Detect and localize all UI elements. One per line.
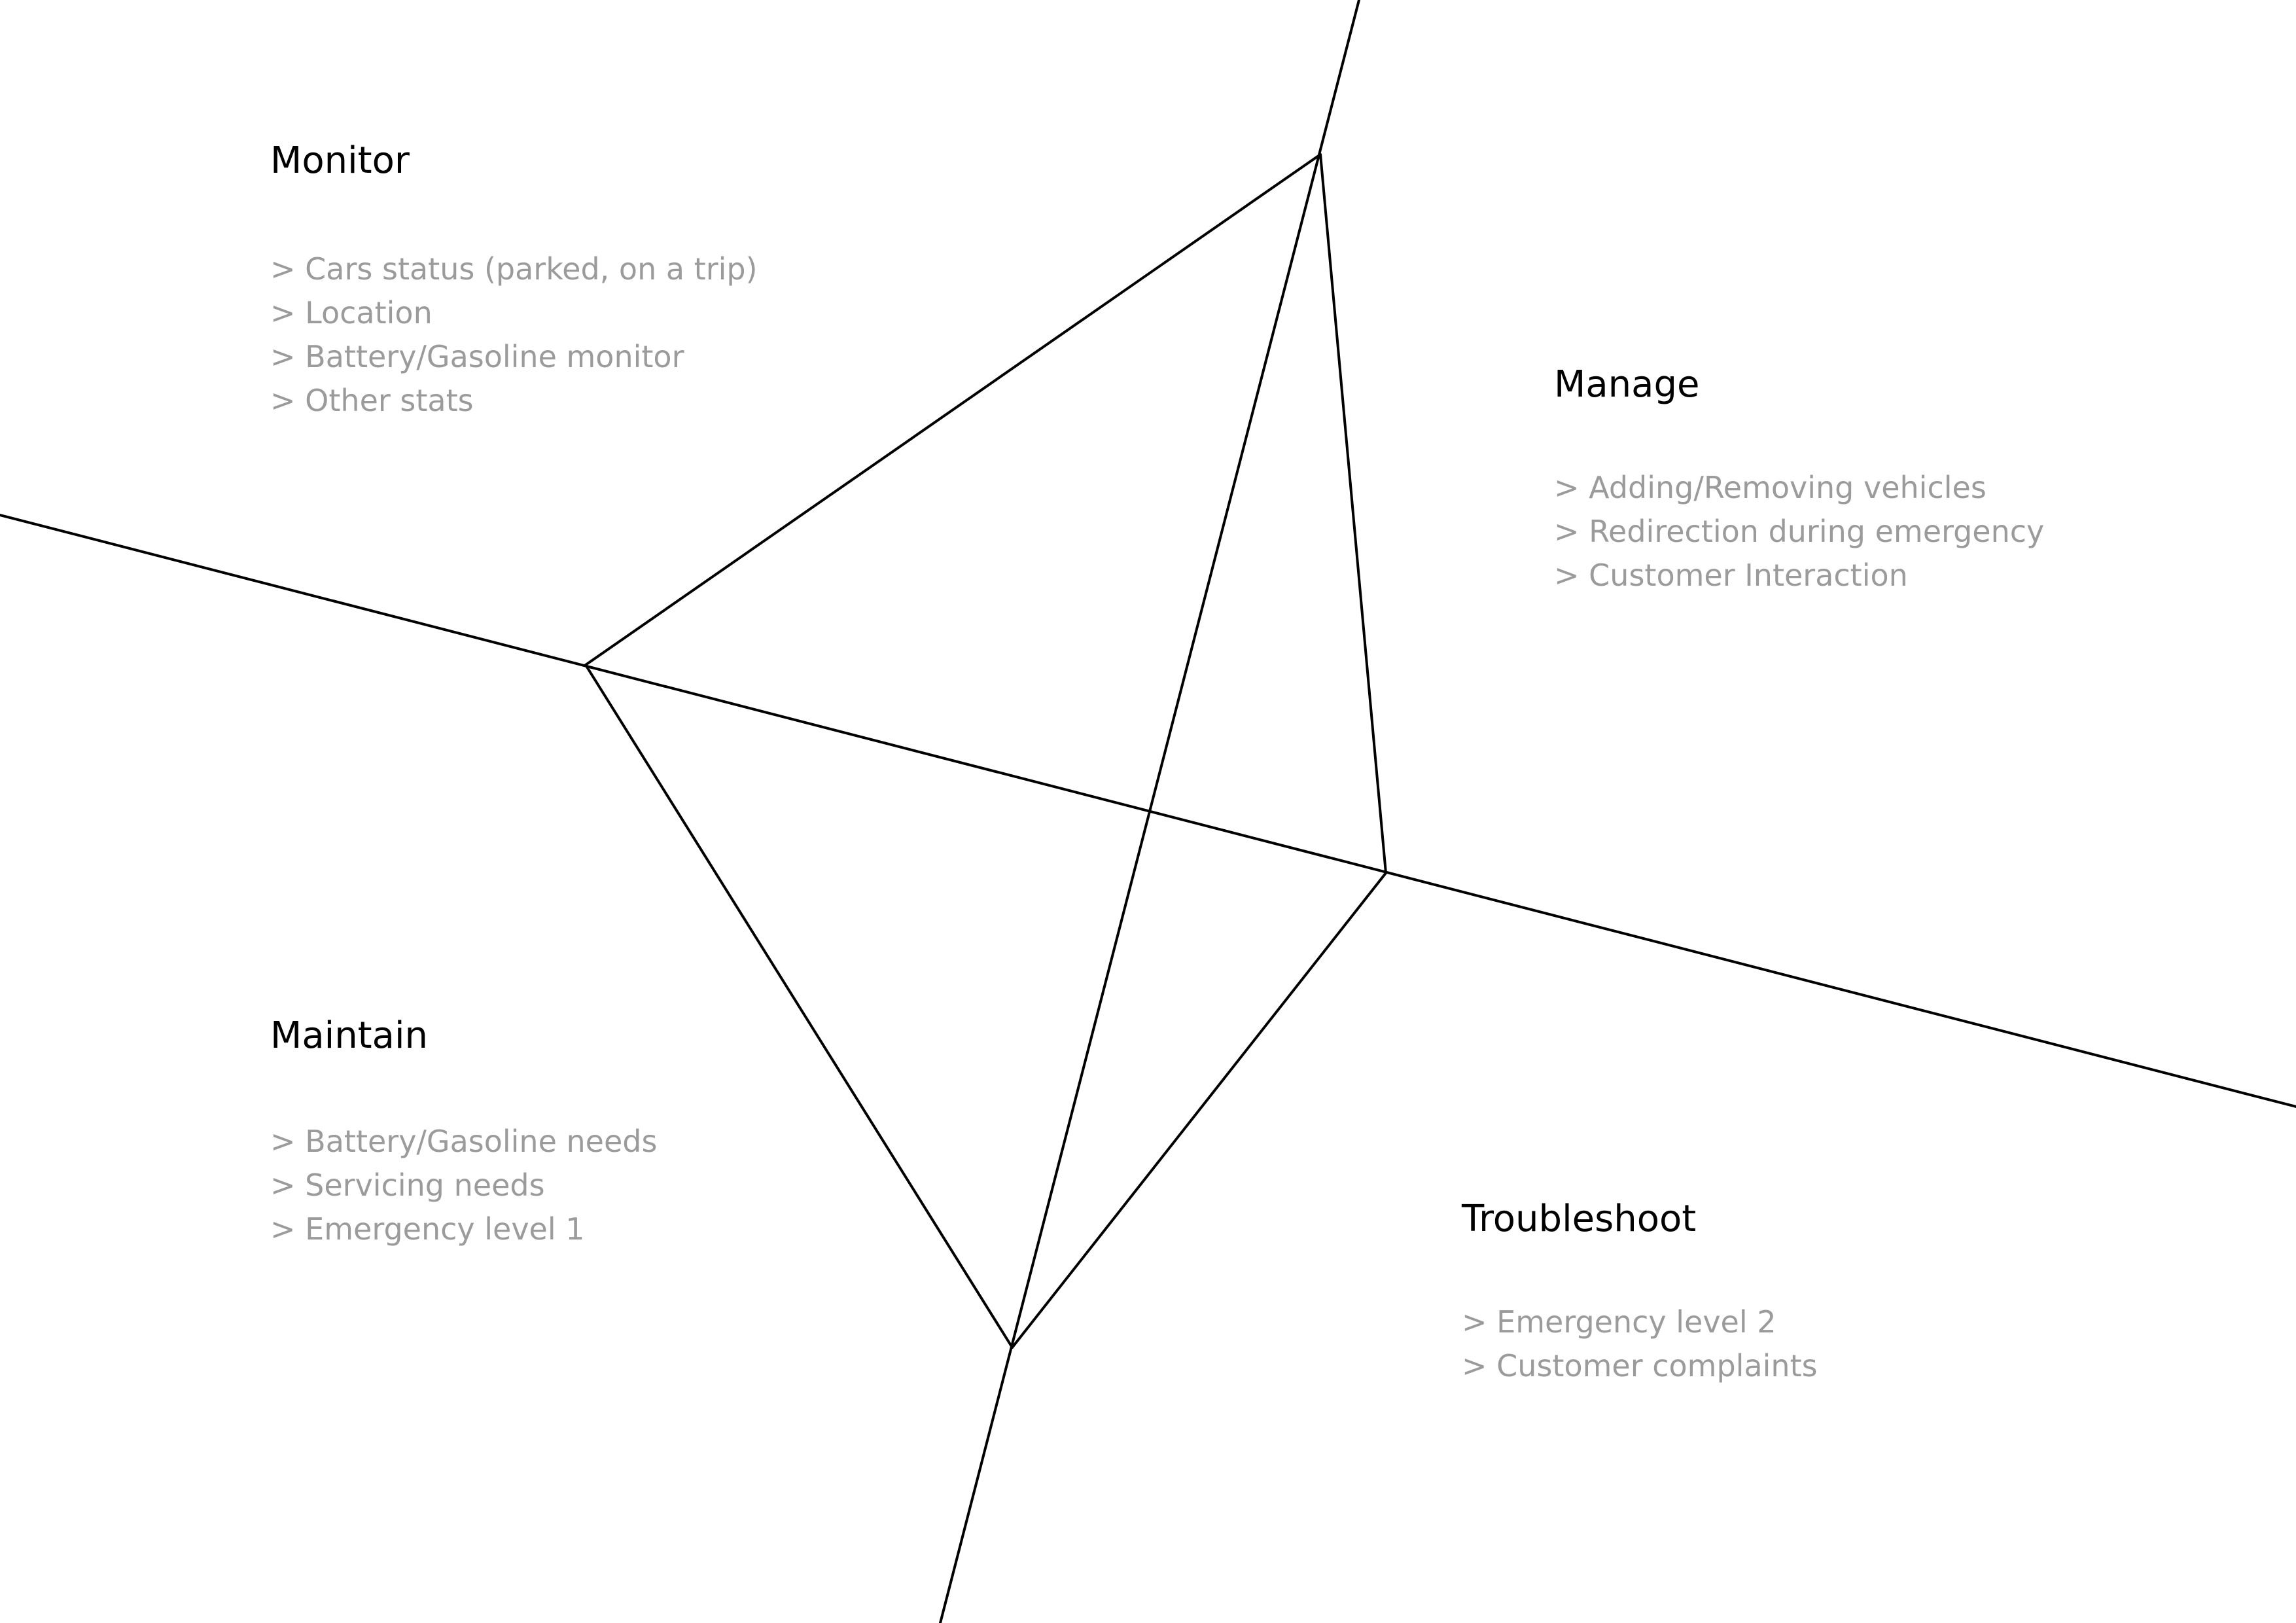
list-item: > Battery/Gasoline monitor — [270, 339, 684, 374]
list-item: > Emergency level 1 — [270, 1211, 585, 1247]
maintain-section: Maintain > Battery/Gasoline needs > Serv… — [270, 1018, 657, 1251]
list-item: > Other stats — [270, 383, 474, 418]
monitor-list: > Cars status (parked, on a trip) > Loca… — [270, 247, 758, 423]
list-item: > Customer complaints — [1462, 1348, 1818, 1383]
divider-line-top-to-bottom — [939, 0, 1360, 1623]
list-item: > Cars status (parked, on a trip) — [270, 251, 758, 287]
divider-line-left-to-right — [0, 514, 2296, 1108]
list-item: > Location — [270, 295, 433, 330]
shape-edge-left-to-top — [584, 153, 1322, 666]
list-item: > Customer Interaction — [1554, 558, 1908, 593]
monitor-section: Monitor > Cars status (parked, on a trip… — [270, 143, 758, 423]
maintain-list: > Battery/Gasoline needs > Servicing nee… — [270, 1120, 657, 1251]
list-item: > Emergency level 2 — [1462, 1304, 1776, 1340]
list-item: > Servicing needs — [270, 1168, 545, 1203]
shape-edge-top-to-right — [1319, 153, 1387, 874]
manage-list: > Adding/Removing vehicles > Redirection… — [1554, 466, 2044, 597]
list-item: > Adding/Removing vehicles — [1554, 470, 1987, 505]
monitor-title: Monitor — [270, 139, 410, 182]
shape-edge-right-to-bottom — [1011, 872, 1387, 1349]
troubleshoot-list: > Emergency level 2 > Customer complaint… — [1462, 1300, 1818, 1388]
troubleshoot-section: Troubleshoot > Emergency level 2 > Custo… — [1462, 1201, 1818, 1388]
list-item: > Battery/Gasoline needs — [270, 1124, 658, 1159]
list-item: > Redirection during emergency — [1554, 514, 2045, 549]
manage-title: Manage — [1554, 363, 1700, 406]
shape-edge-bottom-to-left — [584, 664, 1014, 1349]
maintain-title: Maintain — [270, 1014, 429, 1057]
manage-section: Manage > Adding/Removing vehicles > Redi… — [1554, 366, 2044, 597]
troubleshoot-title: Troubleshoot — [1462, 1198, 1697, 1240]
